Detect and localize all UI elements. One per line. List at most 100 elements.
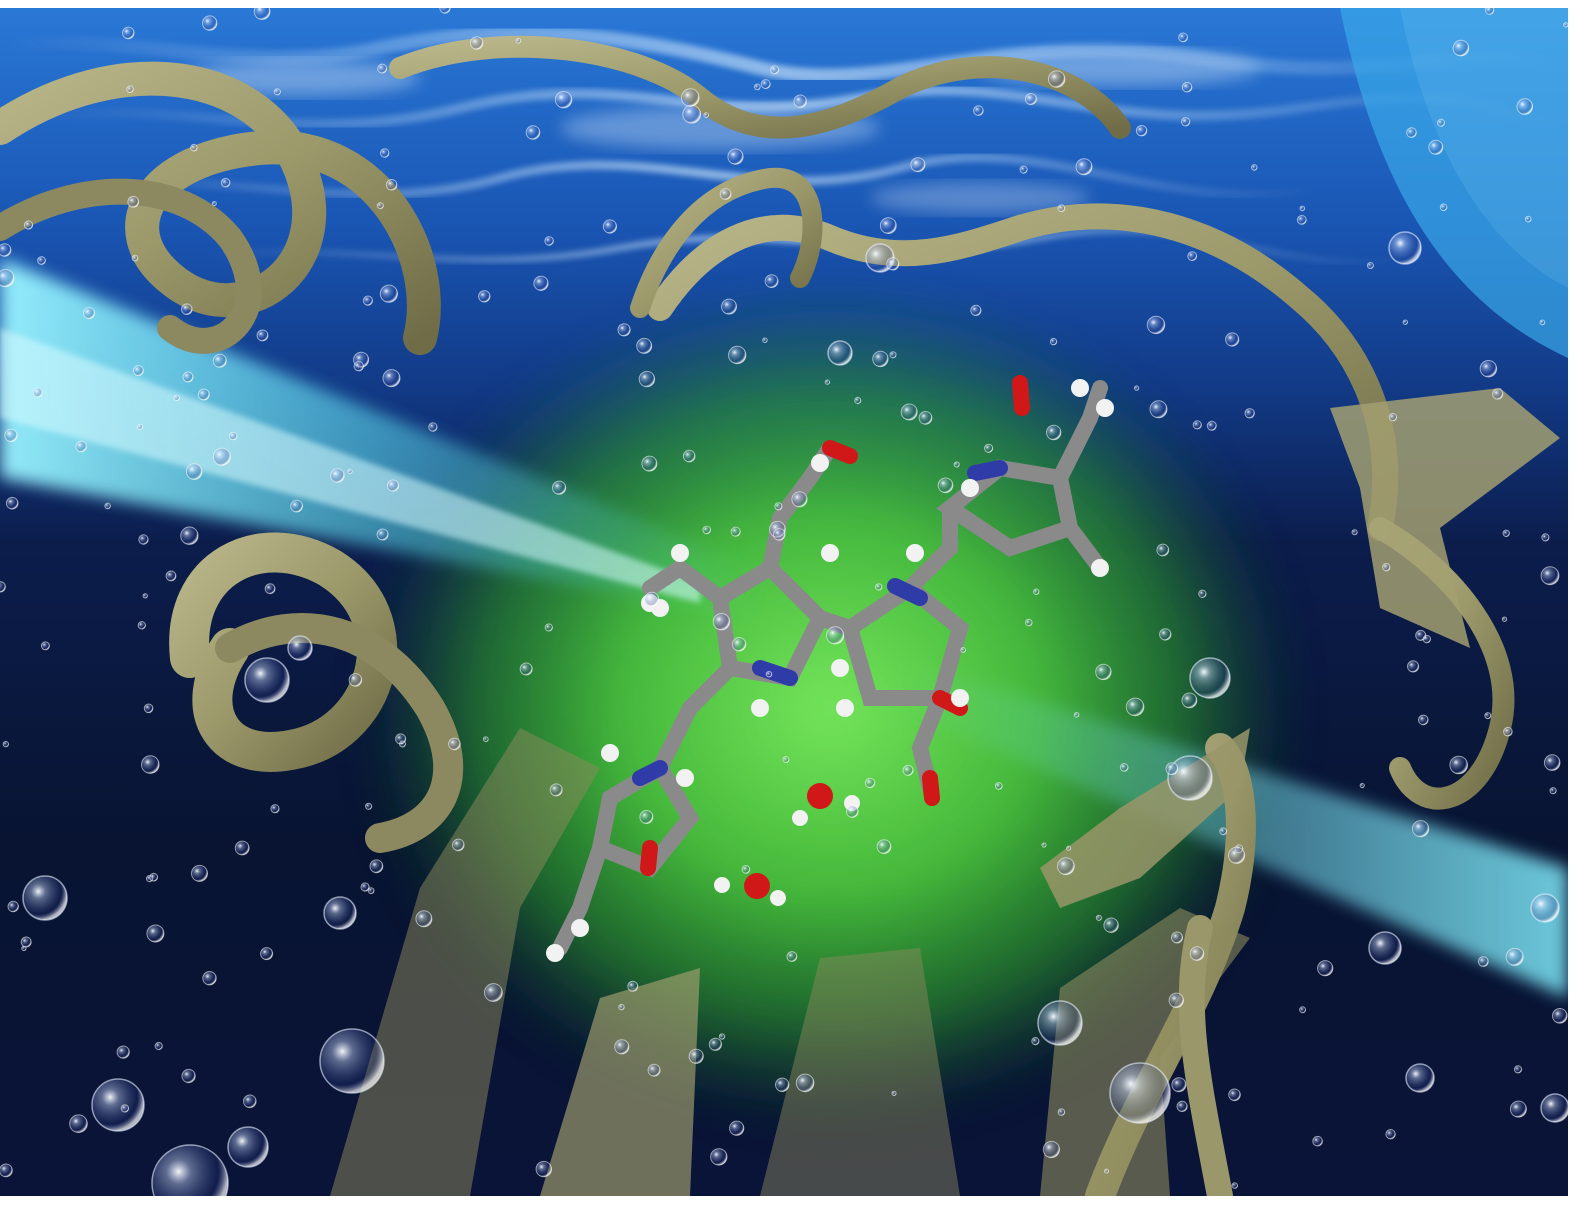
bubble-icon	[379, 284, 398, 303]
bubble-icon	[0, 269, 15, 288]
bubble-icon	[1513, 1065, 1523, 1074]
bubble-icon	[227, 1126, 269, 1168]
bubble-icon	[970, 304, 982, 316]
bubble-icon	[1024, 93, 1037, 105]
bubble-icon	[1484, 712, 1492, 720]
bubble-icon	[1540, 566, 1560, 586]
bubble-icon	[765, 670, 773, 678]
bubble-icon	[211, 201, 217, 206]
bubble-icon	[1479, 360, 1498, 378]
bubble-icon	[360, 882, 370, 892]
bubble-icon	[782, 756, 790, 763]
bubble-icon	[1225, 332, 1240, 347]
bubble-icon	[1452, 39, 1470, 57]
bubble-icon	[181, 1068, 196, 1084]
bubble-icon	[1509, 1100, 1527, 1118]
bubble-icon	[2, 740, 10, 748]
bubble-icon	[1406, 127, 1417, 138]
bubble-icon	[137, 621, 147, 630]
bubble-icon	[1159, 628, 1172, 641]
bubble-icon	[1244, 408, 1255, 419]
bubble-icon	[40, 641, 50, 651]
bubble-icon	[1104, 1168, 1109, 1174]
bubble-icon	[1449, 755, 1468, 775]
bubble-icon	[146, 924, 165, 943]
bubble-icon	[91, 1078, 145, 1132]
bubble-icon	[138, 534, 149, 545]
bubble-icon	[149, 872, 159, 882]
bubble-icon	[385, 179, 398, 191]
bubble-icon	[910, 157, 926, 173]
bubble-icon	[827, 340, 853, 366]
bubble-icon	[151, 1144, 229, 1196]
bubble-icon	[764, 274, 779, 289]
bubble-icon	[484, 983, 503, 1002]
bubble-icon	[712, 613, 731, 631]
bubble-icon	[618, 1003, 625, 1011]
bubble-icon	[638, 370, 656, 388]
bubble-icon	[1189, 657, 1231, 699]
bubble-icon	[1505, 947, 1524, 966]
bubble-icon	[535, 1160, 552, 1178]
bubble-icon	[202, 971, 217, 986]
bubble-icon	[900, 403, 918, 421]
bubble-icon	[549, 783, 563, 797]
bubble-icon	[1317, 960, 1334, 977]
bubble-icon	[367, 887, 375, 895]
bubble-icon	[1524, 215, 1532, 223]
bubble-icon	[212, 447, 231, 466]
bubble-icon	[1428, 139, 1444, 155]
bubble-icon	[525, 125, 541, 140]
bubble-icon	[132, 365, 144, 377]
bubble-icon	[23, 220, 34, 230]
bubble-icon	[710, 1148, 728, 1166]
bubble-icon	[323, 896, 357, 930]
bubble-icon	[729, 1120, 745, 1136]
bubble-icon	[190, 143, 198, 152]
bubble-icon	[0, 1163, 13, 1178]
bubble-icon	[1103, 917, 1119, 933]
bubble-icon	[379, 148, 390, 158]
bubble-icon	[854, 396, 862, 405]
bubble-icon	[889, 351, 897, 359]
bubble-icon	[143, 703, 154, 714]
bubble-icon	[741, 865, 751, 874]
bubble-icon	[21, 945, 27, 952]
bubble-icon	[399, 740, 406, 748]
bubble-icon	[533, 275, 549, 291]
bubble-icon	[772, 528, 786, 541]
bubble-icon	[688, 1048, 704, 1064]
bubble-icon	[728, 345, 747, 365]
bubble-icon	[552, 480, 567, 495]
bubble-icon	[353, 361, 364, 372]
bubble-icon	[846, 805, 859, 818]
cover-illustration	[0, 8, 1568, 1196]
bubble-icon	[1312, 1135, 1323, 1147]
bubble-icon	[202, 15, 218, 31]
bubble-icon	[1206, 420, 1217, 431]
bubble-icon	[1189, 946, 1205, 961]
bubble-icon	[482, 736, 489, 743]
bubble-icon	[791, 491, 808, 508]
bubble-icon	[879, 217, 897, 235]
bubble-icon	[682, 104, 702, 124]
bubble-icon	[1095, 663, 1112, 681]
bubble-icon	[220, 177, 231, 188]
bubble-icon	[770, 65, 780, 75]
bubble-icon	[362, 295, 373, 306]
bubble-icon	[348, 673, 363, 687]
bubble-icon	[1198, 589, 1207, 598]
bubble-icon	[415, 910, 433, 928]
bubble-icon	[470, 36, 484, 50]
bubble-icon	[1181, 692, 1198, 709]
bubble-icon	[1037, 1000, 1083, 1046]
bubble-icon	[185, 463, 203, 480]
bubble-icon	[20, 936, 32, 948]
bubble-icon	[1073, 712, 1080, 718]
bubble-icon	[131, 254, 139, 262]
bubble-icon	[1359, 782, 1365, 789]
bubble-icon	[347, 468, 353, 475]
bubble-icon	[1552, 1008, 1568, 1024]
bubble-icon	[180, 526, 199, 545]
bubble-icon	[37, 256, 46, 265]
